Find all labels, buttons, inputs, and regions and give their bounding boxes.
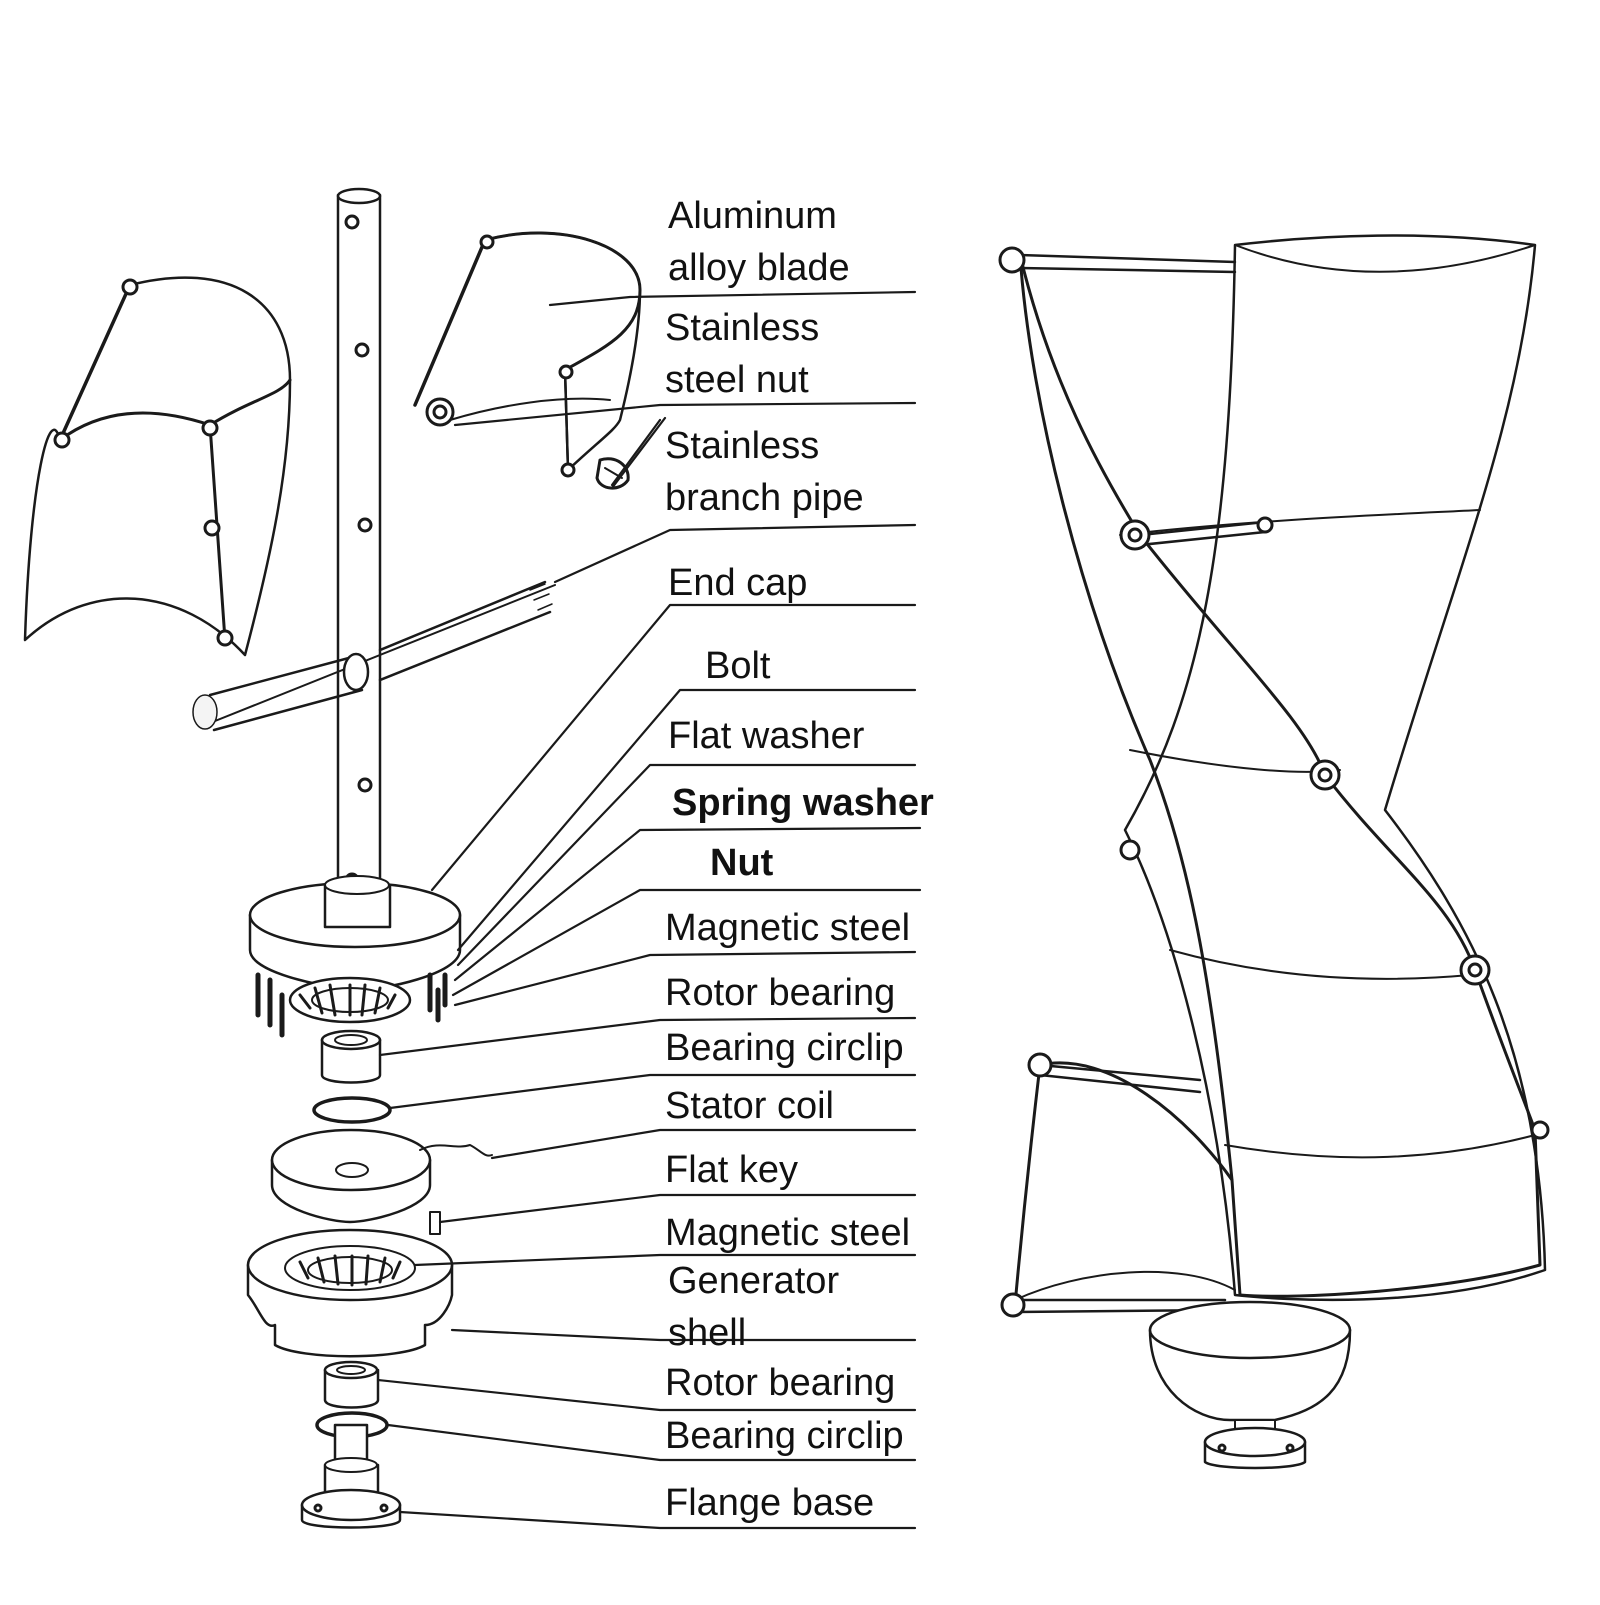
left-blade-part	[23, 276, 292, 657]
label-stainless-steel-nut-line-1: Stainless	[665, 307, 819, 349]
label-flat-key: Flat key	[665, 1149, 798, 1191]
bolts-magnet-part	[255, 972, 448, 1038]
leader-lines	[376, 290, 922, 1530]
label-flange-base: Flange base	[665, 1482, 874, 1524]
label-magnetic-steel-1: Magnetic steel	[665, 907, 910, 949]
branch-pipe-part	[192, 580, 556, 732]
label-magnetic-steel-2: Magnetic steel	[665, 1212, 910, 1254]
flange-base-part	[300, 1423, 402, 1529]
circlip-1-part	[312, 1096, 392, 1124]
flat-key-part	[429, 1211, 441, 1235]
assembled-turbine	[998, 234, 1550, 1470]
label-stainless-steel-nut-line-2: steel nut	[665, 359, 809, 401]
label-spring-washer: Spring washer	[672, 782, 934, 824]
label-flat-washer: Flat washer	[668, 715, 865, 757]
label-bearing-circlip-1: Bearing circlip	[665, 1027, 904, 1069]
exploded-view	[23, 187, 642, 1529]
label-stator-coil: Stator coil	[665, 1085, 834, 1127]
label-stainless-branch-pipe-line-2: branch pipe	[665, 477, 864, 519]
label-generator-shell-line-1: Generator	[668, 1260, 839, 1302]
top-blade-part	[413, 231, 642, 490]
stator-coil-part	[270, 1128, 493, 1224]
label-aluminum-alloy-blade-line-2: alloy blade	[668, 247, 850, 289]
generator-shell-part	[246, 1228, 454, 1358]
label-end-cap: End cap	[668, 562, 807, 604]
rotor-bearing-2-part	[323, 1360, 380, 1409]
label-rotor-bearing-2: Rotor bearing	[665, 1362, 895, 1404]
label-bolt: Bolt	[705, 645, 771, 687]
rotor-bearing-1-part	[320, 1029, 382, 1084]
label-nut: Nut	[710, 842, 774, 884]
label-aluminum-alloy-blade-line-1: Aluminum	[668, 195, 837, 237]
label-generator-shell-line-2: shell	[668, 1312, 746, 1354]
label-bearing-circlip-2: Bearing circlip	[665, 1415, 904, 1457]
end-cap-part	[248, 875, 462, 992]
central-shaft-part	[336, 187, 382, 897]
label-stainless-branch-pipe-line-1: Stainless	[665, 425, 819, 467]
label-rotor-bearing-1: Rotor bearing	[665, 972, 895, 1014]
